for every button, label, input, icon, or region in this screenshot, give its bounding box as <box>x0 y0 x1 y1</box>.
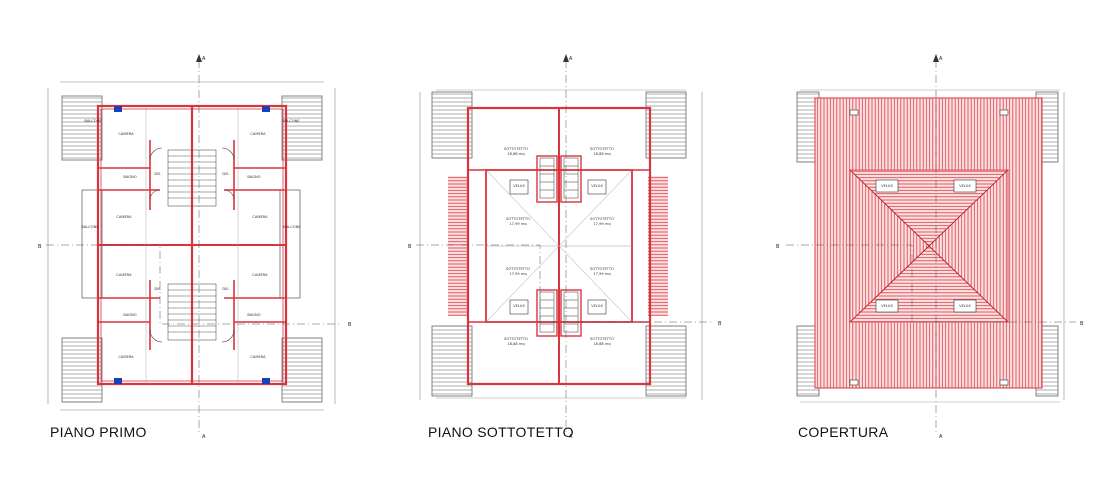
section-marker-a: A <box>939 56 943 62</box>
velux-label: VELUX <box>513 184 525 188</box>
plan-title-copertura: COPERTURA <box>798 424 889 440</box>
room-label-sottotetto: SOTTOTETTO <box>504 337 528 341</box>
room-label-balcone: BALCONE <box>282 119 300 123</box>
window-marker <box>262 106 270 112</box>
velux-skylight <box>875 299 899 313</box>
velux-label: VELUX <box>959 304 971 308</box>
balcony-grate <box>281 95 323 161</box>
section-marker-a: A <box>202 434 206 440</box>
plan-title-piano-primo: PIANO PRIMO <box>50 424 147 440</box>
section-marker-b: B <box>38 244 42 250</box>
section-marker-b: B <box>348 322 352 328</box>
room-label-dis: DIS. <box>222 172 229 176</box>
room-area: 18,88 mq <box>507 152 524 156</box>
room-label-dis: DIS. <box>154 287 161 291</box>
section-marker-b: B <box>1080 321 1084 327</box>
plan-copertura: VELUX VELUX VELUX VELUX A A B B <box>776 54 1084 440</box>
section-marker-b: B <box>776 244 780 250</box>
section-marker-a: A <box>939 434 943 440</box>
room-label-sottotetto: SOTTOTETTO <box>590 267 614 271</box>
roof-slope-hatch <box>448 176 468 316</box>
room-label-bagno: BAGNO <box>247 175 260 179</box>
plan-piano-sottotetto: VELUX VELUX VELUX VELUX SOTTOTETTO 18,88… <box>408 54 722 440</box>
roof-slope-hatch <box>648 176 668 316</box>
window-marker <box>114 378 122 384</box>
window-marker <box>114 106 122 112</box>
velux-label: VELUX <box>881 304 893 308</box>
room-area: 18,88 mq <box>593 152 610 156</box>
velux-label: VELUX <box>591 304 603 308</box>
room-label-sottotetto: SOTTOTETTO <box>590 147 614 151</box>
balcony-grate <box>61 337 103 403</box>
room-label-camera: CAMERA <box>252 215 268 219</box>
room-area: 17,99 mq <box>593 222 610 226</box>
balcony-grate <box>61 95 103 161</box>
room-label-camera: CAMERA <box>252 273 268 277</box>
balcony-grate <box>281 337 323 403</box>
room-label-bagno: BAGNO <box>123 175 136 179</box>
velux-skylight <box>875 179 899 193</box>
section-marker-b: B <box>408 244 412 250</box>
room-label-dis: DIS. <box>222 287 229 291</box>
room-label-balcone: BALCONE <box>283 225 301 229</box>
room-label-bagno: BAGNO <box>123 313 136 317</box>
plan-title-piano-sottotetto: PIANO SOTTOTETTO <box>428 424 574 440</box>
velux-label: VELUX <box>513 304 525 308</box>
stair-lower <box>167 283 217 341</box>
room-area: 17,99 mq <box>509 272 526 276</box>
room-label-camera: CAMERA <box>116 273 132 277</box>
stair-upper <box>167 149 217 207</box>
velux-label: VELUX <box>881 184 893 188</box>
plan-piano-primo: BALCONE BALCONE CAMERA CAMERA BAGNO BAGN… <box>38 54 352 440</box>
room-label-sottotetto: SOTTOTETTO <box>590 217 614 221</box>
section-marker-a: A <box>569 56 573 62</box>
velux-label: VELUX <box>959 184 971 188</box>
section-marker-a: A <box>569 434 573 440</box>
room-label-bagno: BAGNO <box>247 313 260 317</box>
room-label-sottotetto: SOTTOTETTO <box>504 147 528 151</box>
velux-skylight <box>509 299 529 315</box>
room-area: 17,99 mq <box>593 272 610 276</box>
velux-skylight <box>953 179 977 193</box>
room-label-sottotetto: SOTTOTETTO <box>506 217 530 221</box>
velux-skylight <box>509 179 529 195</box>
section-marker-b: B <box>718 321 722 327</box>
room-label-dis: DIS. <box>154 172 161 176</box>
room-label-sottotetto: SOTTOTETTO <box>590 337 614 341</box>
velux-label: VELUX <box>591 184 603 188</box>
room-label-camera: CAMERA <box>250 132 266 136</box>
room-label-balcone: BALCONE <box>84 119 102 123</box>
velux-skylight <box>587 299 607 315</box>
window-marker <box>262 378 270 384</box>
room-label-camera: CAMERA <box>118 355 134 359</box>
room-area: 18,88 mq <box>507 342 524 346</box>
velux-skylight <box>587 179 607 195</box>
section-marker-a: A <box>202 56 206 62</box>
room-label-balcone: BALCONE <box>81 225 99 229</box>
room-label-sottotetto: SOTTOTETTO <box>506 267 530 271</box>
room-label-camera: CAMERA <box>116 215 132 219</box>
velux-skylight <box>953 299 977 313</box>
room-area: 18,88 mq <box>593 342 610 346</box>
room-label-camera: CAMERA <box>118 132 134 136</box>
room-area: 17,99 mq <box>509 222 526 226</box>
room-label-camera: CAMERA <box>250 355 266 359</box>
